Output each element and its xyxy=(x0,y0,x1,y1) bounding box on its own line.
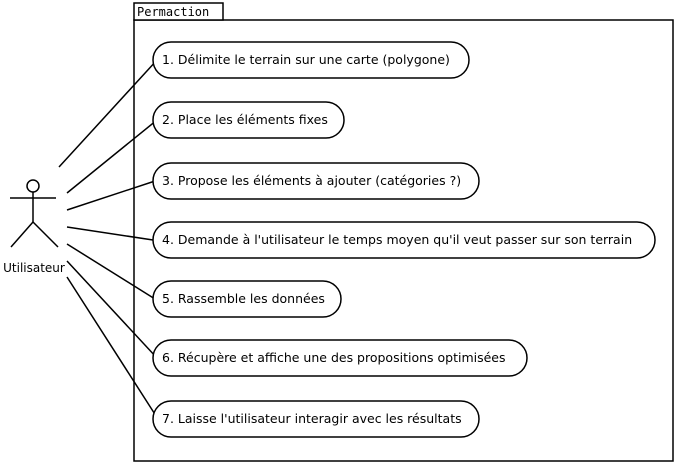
use-case-2-label: 2. Place les éléments fixes xyxy=(162,112,328,127)
association-line xyxy=(66,243,156,300)
association-line xyxy=(58,59,158,168)
use-case-7-shape[interactable] xyxy=(152,400,480,438)
use-case-7-label: 7. Laisse l'utilisateur interagir avec l… xyxy=(162,411,462,426)
use-case-1-label: 1. Délimite le terrain sur une carte (po… xyxy=(162,52,450,67)
use-case-3[interactable]: 3. Propose les éléments à ajouter (catég… xyxy=(152,162,480,200)
use-case-5-label: 5. Rassemble les données xyxy=(162,291,325,306)
use-case-4-shape[interactable] xyxy=(152,221,656,259)
actor: Utilisateur xyxy=(3,179,65,275)
use-case-3-shape[interactable] xyxy=(152,162,480,200)
use-case-2[interactable]: 2. Place les éléments fixes xyxy=(152,101,345,139)
system-name: Permaction xyxy=(137,5,209,19)
associations xyxy=(58,59,159,420)
actor-left-leg xyxy=(10,221,34,248)
actor-name: Utilisateur xyxy=(3,261,65,275)
association-line xyxy=(66,260,158,359)
use-case-1[interactable]: 1. Délimite le terrain sur une carte (po… xyxy=(152,41,470,79)
use-case-2-shape[interactable] xyxy=(152,101,345,139)
system-name-tab xyxy=(133,2,224,21)
use-case-1-shape[interactable] xyxy=(152,41,470,79)
association-line xyxy=(66,119,158,194)
actor-right-leg xyxy=(32,221,59,248)
use-case-7[interactable]: 7. Laisse l'utilisateur interagir avec l… xyxy=(152,400,480,438)
use-case-6[interactable]: 6. Récupère et affiche une des propositi… xyxy=(152,339,528,377)
use-case-5-shape[interactable] xyxy=(152,280,342,318)
use-case-6-shape[interactable] xyxy=(152,339,528,377)
use-case-4-label: 4. Demande à l'utilisateur le temps moye… xyxy=(162,232,632,247)
actor-head xyxy=(26,179,40,193)
use-case-4[interactable]: 4. Demande à l'utilisateur le temps moye… xyxy=(152,221,656,259)
use-case-5[interactable]: 5. Rassemble les données xyxy=(152,280,342,318)
association-line xyxy=(66,276,159,420)
use-case-6-label: 6. Récupère et affiche une des propositi… xyxy=(162,350,506,365)
association-line xyxy=(66,226,154,241)
association-line xyxy=(66,180,156,211)
use-case-3-label: 3. Propose les éléments à ajouter (catég… xyxy=(162,173,461,188)
